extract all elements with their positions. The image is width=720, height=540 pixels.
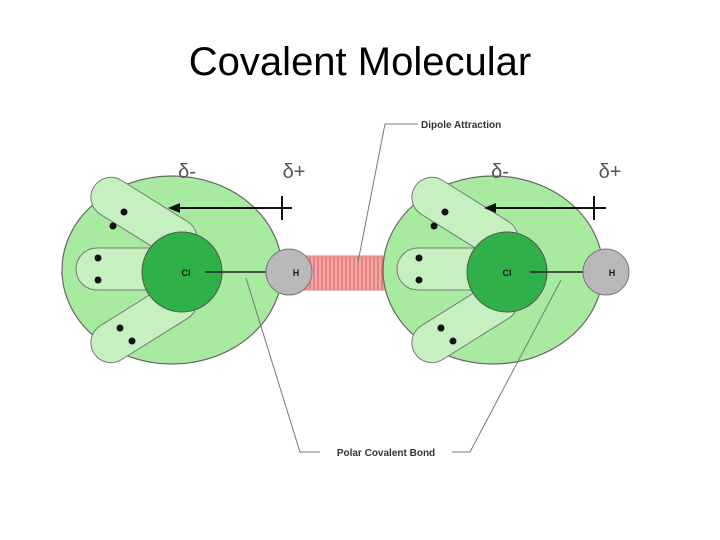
electron-dot: [441, 208, 449, 216]
molecule-1-dipole-arrowhead: [168, 203, 180, 213]
electron-dot: [94, 254, 102, 262]
electron-dot: [430, 222, 438, 230]
annotation-leaders: [245, 123, 562, 453]
electron-dot: [116, 324, 124, 332]
molecule-2-partial-positive: δ+: [599, 161, 622, 183]
polar-bond-leader-right: [452, 279, 562, 453]
molecule-1-hydrogen-atom: [265, 248, 313, 296]
electron-dot: [449, 337, 457, 345]
electron-dot: [120, 208, 128, 216]
dipole-attraction-band: [302, 255, 392, 291]
molecule-2-hydrogen-atom: [582, 248, 630, 296]
molecule-2-partial-negative: δ-: [491, 161, 509, 183]
molecule-1-chlorine-label: Cl: [182, 268, 191, 278]
dipole-attraction-leader: [357, 123, 418, 263]
slide-title: Covalent Molecular: [188, 40, 532, 84]
molecule-1-partial-negative: δ-: [178, 161, 196, 183]
electron-dot: [415, 276, 423, 284]
molecule-2: Cl H δ- δ+: [382, 161, 630, 365]
dipole-band-stripes: [305, 257, 387, 289]
electron-dot: [94, 276, 102, 284]
electron-dot: [415, 254, 423, 262]
polar-bond-leader-left: [245, 277, 320, 453]
electron-dot: [128, 337, 136, 345]
molecule-1-partial-positive: δ+: [283, 161, 306, 183]
dipole-attraction-label: Dipole Attraction: [421, 120, 501, 131]
molecule-1-hydrogen-label: H: [293, 268, 300, 278]
polar-covalent-bond-label: Polar Covalent Bond: [337, 448, 435, 459]
molecule-2-chlorine-label: Cl: [503, 268, 512, 278]
electron-dot: [437, 324, 445, 332]
molecule-1: Cl H δ- δ+: [61, 161, 313, 365]
electron-dot: [109, 222, 117, 230]
molecule-2-dipole-arrowhead: [484, 203, 496, 213]
molecule-2-hydrogen-label: H: [609, 268, 616, 278]
